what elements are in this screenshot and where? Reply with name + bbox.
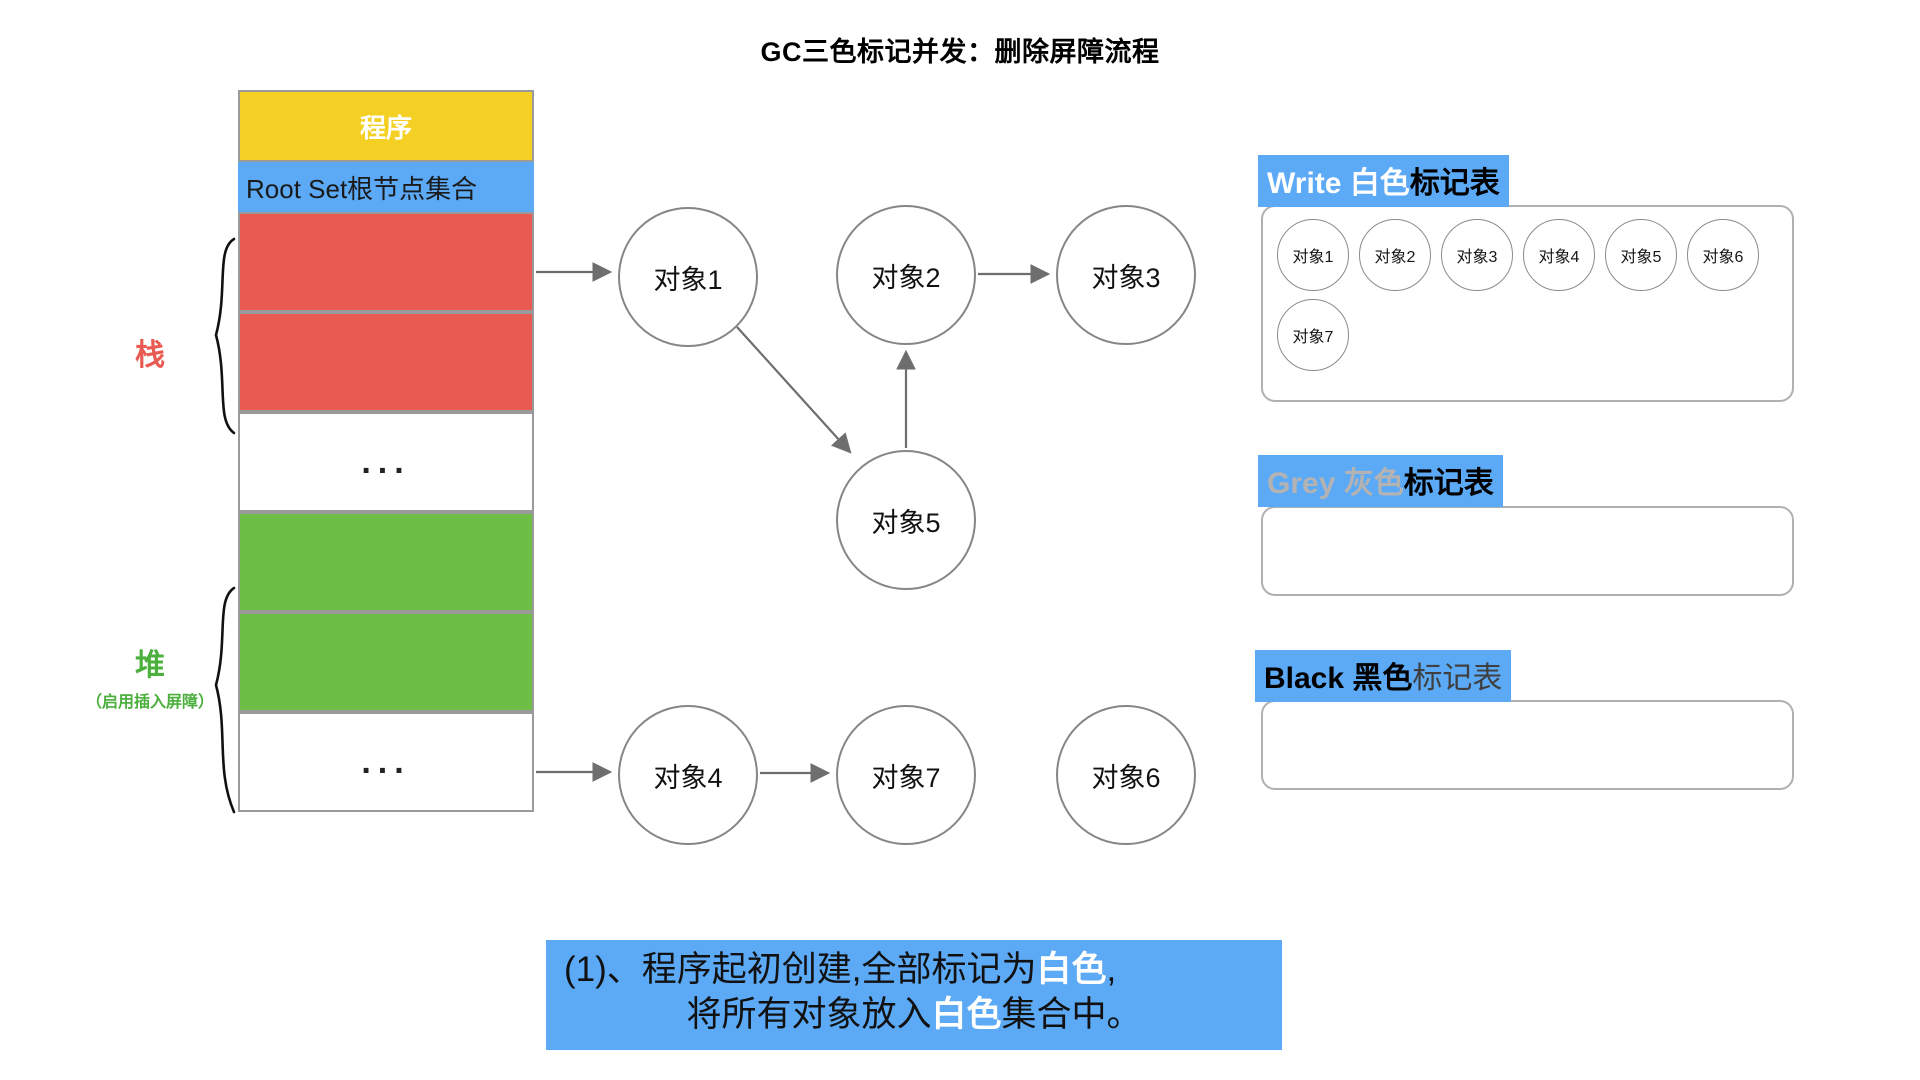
grey-table-body (1261, 506, 1794, 596)
node-obj2[interactable]: 对象2 (836, 205, 976, 345)
chip-item[interactable]: 对象4 (1523, 219, 1595, 291)
memory-column: 程序 Root Set根节点集合 ... ... (238, 90, 534, 812)
black-header-cn: 黑色 (1352, 662, 1413, 695)
chip-item[interactable]: 对象5 (1605, 219, 1677, 291)
black-table-header: Black 黑色标记表 (1255, 650, 1512, 702)
stack-ellipsis-cell: ... (238, 412, 534, 512)
grey-header-cn: 灰色 (1343, 467, 1404, 500)
rootset-cell: Root Set根节点集合 (238, 162, 534, 212)
program-cell: 程序 (238, 90, 534, 162)
node-obj1[interactable]: 对象1 (618, 207, 758, 347)
step-caption: (1)、程序起初创建,全部标记为白色, 将所有对象放入白色集合中。 (546, 940, 1282, 1050)
page-title: GC三色标记并发：删除屏障流程 (760, 37, 1160, 67)
caption-l2-pre: 将所有对象放入 (686, 994, 932, 1034)
heap-label: 堆 （启用插入屏障） (55, 640, 245, 712)
caption-line-1: (1)、程序起初创建,全部标记为白色, (556, 948, 1272, 993)
black-header-suffix: 标记表 (1412, 662, 1503, 695)
chip-item[interactable]: 对象2 (1359, 219, 1431, 291)
stack-slot-2 (238, 312, 534, 412)
white-table-header: Write 白色标记表 (1258, 155, 1509, 207)
white-header-cn: 白色 (1349, 167, 1410, 200)
black-header-en: Black (1264, 662, 1345, 695)
white-header-suffix: 标记表 (1409, 167, 1500, 200)
chip-item[interactable]: 对象1 (1277, 219, 1349, 291)
edge-obj1-to-obj5 (736, 326, 852, 454)
caption-line-2: 将所有对象放入白色集合中。 (556, 993, 1272, 1038)
white-chip-grid: 对象1 对象2 对象3 对象4 对象5 对象6 对象7 (1277, 219, 1777, 371)
heap-label-sub: （启用插入屏障） (85, 694, 214, 711)
node-obj5[interactable]: 对象5 (836, 450, 976, 590)
chip-item[interactable]: 对象3 (1441, 219, 1513, 291)
caption-l1-highlight: 白色 (1036, 950, 1107, 989)
stack-brace (214, 237, 236, 435)
grey-header-en: Grey (1267, 467, 1336, 500)
white-header-en: Write (1267, 167, 1342, 200)
stack-slot-1 (238, 212, 534, 312)
caption-l2-highlight: 白色 (931, 994, 1002, 1034)
white-table-body: 对象1 对象2 对象3 对象4 对象5 对象6 对象7 (1261, 205, 1794, 402)
caption-l2-post: 集合中。 (1001, 994, 1142, 1034)
heap-label-main: 堆 (135, 649, 165, 682)
black-table-body (1261, 700, 1794, 790)
chip-item[interactable]: 对象6 (1687, 219, 1759, 291)
chip-item[interactable]: 对象7 (1277, 299, 1349, 371)
stack-label: 栈 (135, 339, 165, 372)
grey-table-header: Grey 灰色标记表 (1258, 455, 1503, 507)
node-obj6[interactable]: 对象6 (1056, 705, 1196, 845)
heap-slot-2 (238, 612, 534, 712)
grey-header-suffix: 标记表 (1403, 467, 1494, 500)
node-obj3[interactable]: 对象3 (1056, 205, 1196, 345)
heap-ellipsis-cell: ... (238, 712, 534, 812)
caption-l1-post: , (1106, 950, 1117, 989)
node-obj4[interactable]: 对象4 (618, 705, 758, 845)
node-obj7[interactable]: 对象7 (836, 705, 976, 845)
heap-slot-1 (238, 512, 534, 612)
caption-l1-pre: (1)、程序起初创建,全部标记为 (564, 950, 1037, 989)
